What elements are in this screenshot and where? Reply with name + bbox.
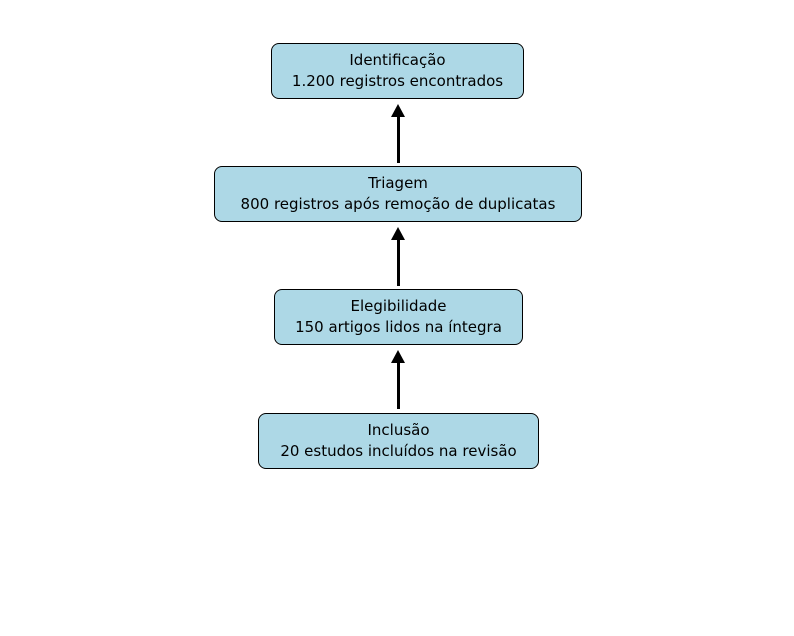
box-title: Identificação xyxy=(349,51,446,69)
arrow-head xyxy=(391,350,405,363)
arrow-up-icon xyxy=(391,227,405,286)
flow-box-inclusao: Inclusão 20 estudos incluídos na revisão xyxy=(258,413,539,469)
box-title: Inclusão xyxy=(367,421,430,439)
flow-box-triagem: Triagem 800 registros após remoção de du… xyxy=(214,166,582,222)
arrow-head xyxy=(391,104,405,117)
box-title: Triagem xyxy=(368,174,428,192)
arrow-up-icon xyxy=(391,104,405,163)
box-subtitle: 1.200 registros encontrados xyxy=(291,72,504,90)
box-subtitle: 800 registros após remoção de duplicatas xyxy=(240,195,556,213)
arrow-head xyxy=(391,227,405,240)
box-title: Elegibilidade xyxy=(350,297,447,315)
arrow-line xyxy=(396,240,400,286)
flow-box-identificacao: Identificação 1.200 registros encontrado… xyxy=(271,43,524,99)
arrow-line xyxy=(396,117,400,163)
arrow-line xyxy=(396,363,400,409)
arrow-up-icon xyxy=(391,350,405,409)
box-subtitle: 20 estudos incluídos na revisão xyxy=(280,442,517,460)
box-subtitle: 150 artigos lidos na íntegra xyxy=(295,318,502,336)
flow-box-elegibilidade: Elegibilidade 150 artigos lidos na ínteg… xyxy=(274,289,523,345)
